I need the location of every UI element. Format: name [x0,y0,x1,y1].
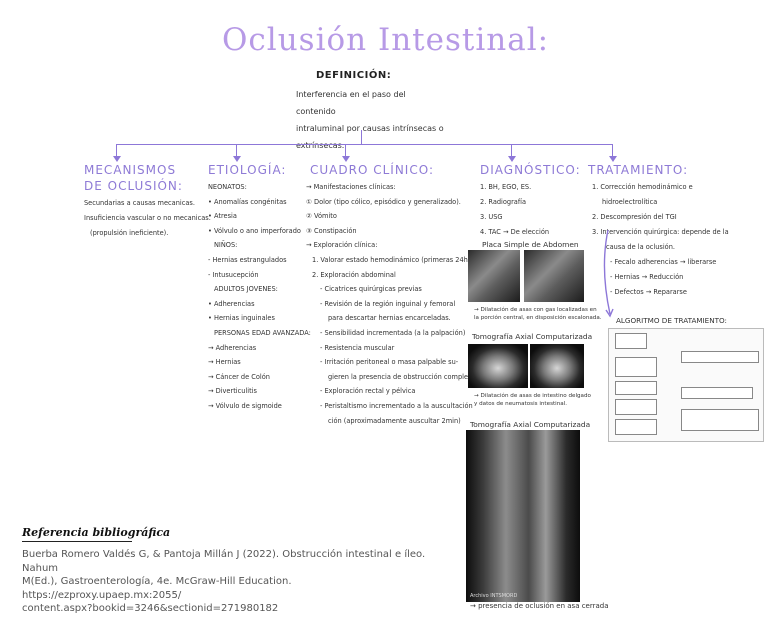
ct-image-right [530,344,584,388]
ct-coronal-caption: → presencia de oclusión en asa cerrada [470,602,609,610]
mecanismos-heading: MECANISMOS DE OCLUSIÓN: [84,163,183,193]
connector-trunk [361,130,362,144]
cuadro-clinico-list: → Manifestaciones clínicas: ① Dolor (tip… [306,183,477,425]
definition-heading: DEFINICIÓN: [316,70,392,81]
references-text: Buerba Romero Valdés G, & Pantoja Millán… [22,549,426,614]
xray-image-left [468,250,520,302]
tratamiento-list: 1. Corrección hemodinámico e hidroelectr… [592,183,729,296]
arrow-down-icon [113,156,121,162]
flowchart-box [681,387,753,399]
diagnostico-list: 1. BH, EGO, ES. 2. Radiografía 3. USG 4.… [480,183,550,236]
arrow-down-icon [609,156,617,162]
image-watermark: Archivo INTSMORD [470,593,518,599]
references-heading: Referencia bibliográfica [22,526,171,539]
etiologia-list: NEONATOS: • Anomalías congénitas • Atres… [208,183,311,410]
ct-axial-label: Tomografía Axial Computarizada [472,332,593,341]
cuadro-clinico-heading: CUADRO CLÍNICO: [310,163,434,177]
xray-label: Placa Simple de Abdomen [482,240,579,249]
flowchart-box [615,399,657,415]
mecanismos-list: Secundarias a causas mecanicas. Insufici… [84,199,211,237]
xray-image-right [524,250,584,302]
arrow-down-icon [342,156,350,162]
arrow-down-icon [508,156,516,162]
flowchart-box [615,333,647,349]
references-underline [22,541,132,542]
arrow-to-algorithm-icon [603,229,614,318]
connector-branch-3 [345,144,346,158]
connector-branch-2 [236,144,237,158]
connector-branch-1 [116,144,117,158]
flowchart-box [681,351,759,363]
connector-branch-5 [612,144,613,158]
flowchart-box [615,381,657,395]
flowchart-box [615,419,657,435]
ct-coronal-label: Tomografía Axial Computarizada [470,420,591,429]
algorithm-flowchart [608,328,764,442]
connector-horizontal [116,144,613,145]
xray-caption: → Dilatación de asas con gas localizadas… [474,307,602,321]
arrow-down-icon [233,156,241,162]
page-title: Oclusión Intestinal: [222,22,550,58]
etiologia-heading: ETIOLOGÍA: [208,163,287,177]
tratamiento-heading: TRATAMIENTO: [588,163,689,177]
ct-image-left [468,344,528,388]
connector-branch-4 [511,144,512,158]
flowchart-box [615,357,657,377]
ct-axial-caption: → Dilatación de asas de intestino delgad… [474,393,591,407]
flowchart-box [681,409,759,431]
definition-text: Interferencia en el paso del contenido i… [296,90,444,150]
diagnostico-heading: DIAGNÓSTICO: [480,163,581,177]
algorithm-heading: ALGORITMO DE TRATAMIENTO: [616,316,727,325]
ct-coronal-image: Archivo INTSMORD [466,430,580,602]
